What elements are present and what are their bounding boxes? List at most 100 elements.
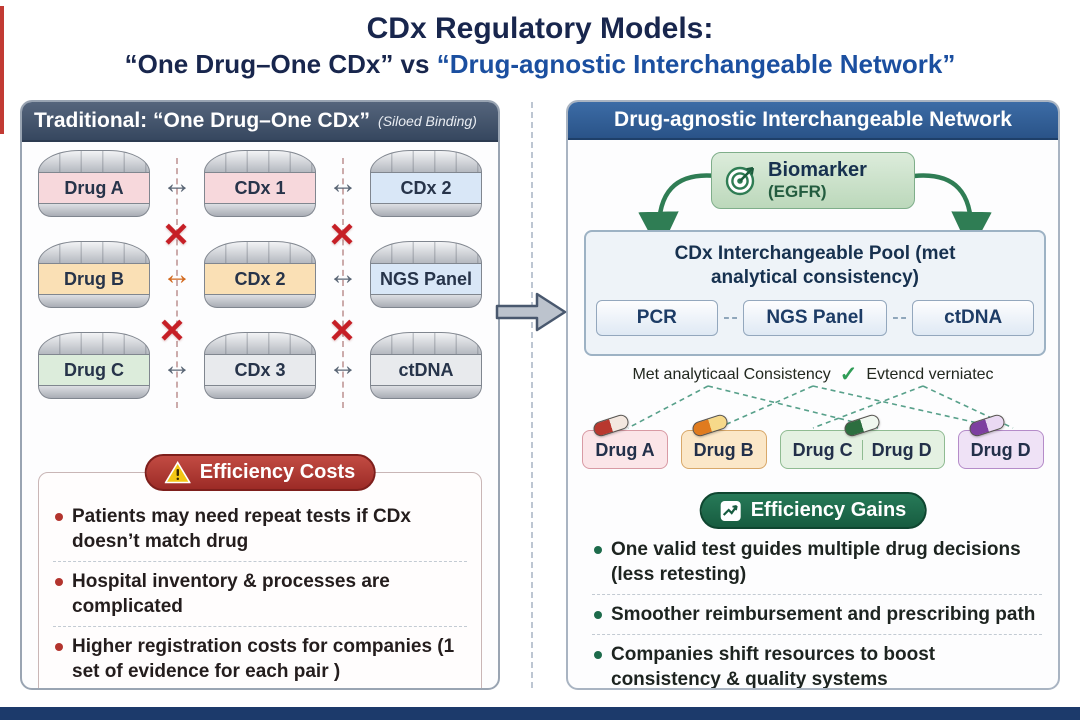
page-title: CDx Regulatory Models: bbox=[366, 12, 714, 45]
drug-label: Drug D bbox=[970, 440, 1031, 460]
cdx-pool-title: CDx Interchangeable Pool (met analytical… bbox=[674, 243, 956, 288]
silo-row-2: Drug B ↔ CDx 2 ↔ NGS Panel bbox=[38, 241, 482, 308]
consistency-right-text: Evtencd verniatec bbox=[866, 365, 994, 383]
silo-cap bbox=[204, 332, 316, 354]
silo-cap bbox=[204, 241, 316, 263]
forbidden-cross-icon: × bbox=[329, 306, 355, 353]
silo-base bbox=[370, 204, 482, 217]
forbidden-cross-icon: × bbox=[159, 306, 185, 353]
drug-label: Drug C bbox=[792, 440, 853, 460]
silo-ctdna: ctDNA bbox=[370, 332, 482, 399]
bottom-accent-bar bbox=[0, 707, 1080, 720]
link-arrow: ↔ bbox=[328, 166, 358, 200]
silo-label: Drug B bbox=[38, 263, 150, 295]
silo-cdx-1: CDx 1 bbox=[204, 150, 316, 217]
traditional-model-panel: Traditional: “One Drug–One CDx” (Siloed … bbox=[20, 100, 500, 690]
silo-cap bbox=[38, 150, 150, 172]
biomarker-title: Biomarker bbox=[768, 159, 867, 181]
test-pcr: PCR bbox=[596, 299, 718, 336]
warning-icon bbox=[164, 461, 191, 484]
gain-item: Companies shift resources to boost consi… bbox=[592, 634, 1042, 688]
panel-divider bbox=[531, 102, 533, 688]
consistency-note: Met analyticaal Consistency ✓ Evtencd ve… bbox=[568, 362, 1058, 387]
drug-label: Drug D bbox=[861, 440, 932, 460]
test-ctdna: ctDNA bbox=[912, 299, 1035, 336]
flow-arrow-icon bbox=[495, 289, 569, 340]
drug-label: Drug B bbox=[693, 440, 754, 460]
link-arrow: ↔ bbox=[162, 166, 192, 200]
silo-cap bbox=[370, 241, 482, 263]
forbidden-cross-icon: × bbox=[329, 210, 355, 257]
efficiency-gains-label: Efficiency Gains bbox=[750, 499, 907, 521]
dashed-link-line bbox=[176, 158, 178, 408]
cdx-tests-row: PCR NGS Panel ctDNA bbox=[596, 299, 1035, 336]
test-ngs-panel: NGS Panel bbox=[743, 299, 887, 336]
cost-item: Patients may need repeat tests if CDx do… bbox=[53, 497, 467, 561]
biomarker-to-pool-arrows bbox=[638, 173, 992, 246]
drugs-row: Drug A Drug B Drug C Drug D Drug D bbox=[576, 412, 1050, 469]
network-panel-header: Drug-agnostic Interchangeable Network bbox=[568, 102, 1058, 140]
silo-cdx-2: CDx 2 bbox=[370, 150, 482, 217]
silo-base bbox=[38, 295, 150, 308]
silo-drug-a: Drug A bbox=[38, 150, 150, 217]
forbidden-links-overlay: × × × × bbox=[22, 142, 498, 442]
efficiency-costs-list: Patients may need repeat tests if CDx do… bbox=[53, 497, 467, 688]
silo-row-1: Drug A ↔ CDx 1 ↔ CDx 2 bbox=[38, 150, 482, 217]
silo-base bbox=[204, 295, 316, 308]
efficiency-costs-label: Efficiency Costs bbox=[199, 461, 356, 483]
left-edge-accent bbox=[0, 6, 4, 134]
network-header-text: Drug-agnostic Interchangeable Network bbox=[614, 108, 1012, 131]
silo-label: NGS Panel bbox=[370, 263, 482, 295]
drug-c-d-box: Drug C Drug D bbox=[779, 412, 945, 469]
silo-grid: × × × × Drug A ↔ CDx 1 ↔ bbox=[22, 142, 498, 442]
link-arrow: ↔ bbox=[328, 257, 358, 291]
forbidden-cross-icon: × bbox=[163, 210, 189, 257]
silo-base bbox=[204, 204, 316, 217]
biomarker-text: Biomarker (EGFR) bbox=[768, 159, 867, 202]
silo-cap bbox=[370, 332, 482, 354]
silo-label: CDx 2 bbox=[370, 172, 482, 204]
consistency-left-text: Met analyticaal Consistency bbox=[632, 365, 831, 383]
dashed-link-line bbox=[342, 158, 344, 408]
test-connector bbox=[723, 316, 738, 319]
silo-cap bbox=[370, 150, 482, 172]
traditional-panel-header: Traditional: “One Drug–One CDx” (Siloed … bbox=[22, 102, 498, 142]
silo-label: CDx 1 bbox=[204, 172, 316, 204]
cost-item: Hospital inventory & processes are compl… bbox=[53, 561, 467, 626]
biomarker-target-icon bbox=[725, 167, 755, 196]
silo-base bbox=[370, 295, 482, 308]
silo-cdx-3: CDx 3 bbox=[204, 332, 316, 399]
test-connector bbox=[892, 316, 907, 319]
cdx-pool-box: CDx Interchangeable Pool (met analytical… bbox=[584, 230, 1046, 356]
silo-cap bbox=[204, 150, 316, 172]
drug-label: Drug A bbox=[595, 440, 655, 460]
page-subtitle: “One Drug–One CDx” vs “Drug-agnostic Int… bbox=[0, 49, 1080, 80]
biomarker-gene: (EGFR) bbox=[768, 182, 827, 201]
silo-cap bbox=[38, 241, 150, 263]
silo-ngs-panel: NGS Panel bbox=[370, 241, 482, 308]
subtitle-right: “Drug-agnostic Interchangeable Network” bbox=[436, 49, 956, 79]
network-model-panel: Drug-agnostic Interchangeable Network bbox=[566, 100, 1060, 690]
silo-drug-b: Drug B bbox=[38, 241, 150, 308]
efficiency-gains-list: One valid test guides multiple drug deci… bbox=[592, 530, 1042, 688]
silo-label: CDx 3 bbox=[204, 354, 316, 386]
silo-cap bbox=[38, 332, 150, 354]
silo-base bbox=[38, 386, 150, 399]
silo-base bbox=[204, 386, 316, 399]
checkmark-icon: ✓ bbox=[839, 363, 858, 386]
silo-label: CDx 2 bbox=[204, 263, 316, 295]
silo-label: Drug A bbox=[38, 172, 150, 204]
silo-base bbox=[38, 204, 150, 217]
efficiency-costs-badge: Efficiency Costs bbox=[144, 454, 376, 491]
drug-a-box: Drug A bbox=[582, 412, 668, 469]
biomarker-box: Biomarker (EGFR) bbox=[711, 152, 915, 209]
silo-cdx-2b: CDx 2 bbox=[204, 241, 316, 308]
efficiency-gains-badge: Efficiency Gains bbox=[699, 492, 927, 529]
gain-item: One valid test guides multiple drug deci… bbox=[592, 530, 1042, 594]
network-panel-content: Biomarker (EGFR) CDx Interchangeable Poo… bbox=[568, 140, 1058, 688]
drug-d-box: Drug D bbox=[957, 412, 1044, 469]
traditional-header-text: Traditional: “One Drug–One CDx” bbox=[34, 109, 371, 132]
silo-label: ctDNA bbox=[370, 354, 482, 386]
drug-b-box: Drug B bbox=[680, 412, 767, 469]
